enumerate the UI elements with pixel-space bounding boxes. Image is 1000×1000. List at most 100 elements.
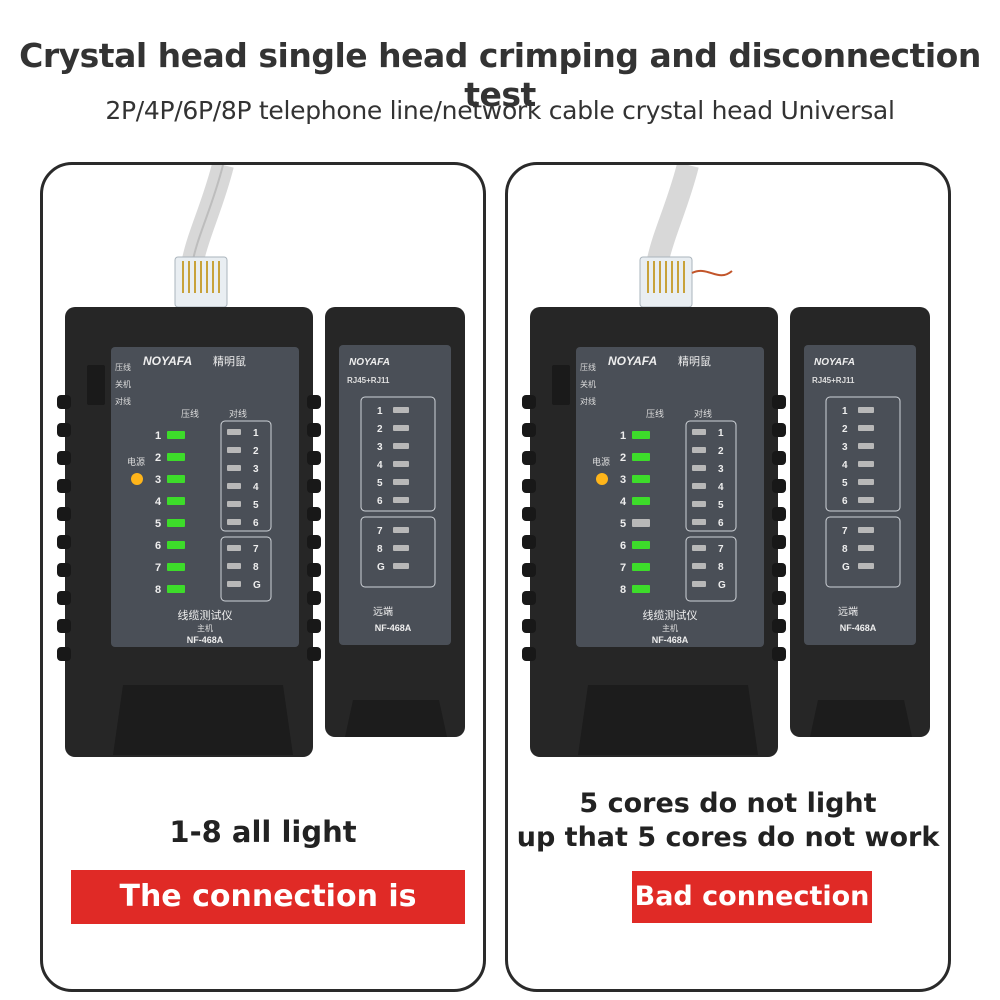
power-label: 电源 — [592, 456, 610, 468]
pin-number: 2 — [620, 452, 626, 464]
pin-number: 5 — [842, 478, 848, 489]
device-face — [576, 347, 764, 647]
pin-number: 8 — [620, 584, 626, 596]
pair-led — [692, 483, 706, 489]
pin-number: 4 — [620, 496, 627, 508]
power-led — [596, 473, 608, 485]
press-led — [167, 541, 185, 549]
col-press-label: 压线 — [181, 408, 199, 420]
caption-line: 1-8 all light — [169, 815, 357, 849]
caption: 5 cores do not light up that 5 cores do … — [508, 787, 948, 855]
press-led — [632, 541, 650, 549]
pair-led — [227, 581, 241, 587]
remote-led — [858, 479, 874, 485]
pin-number: 1 — [718, 428, 724, 439]
pin-number: G — [718, 580, 726, 591]
pin-number: 7 — [842, 526, 848, 537]
pair-led — [692, 429, 706, 435]
caption-line: 5 cores do not light — [579, 788, 877, 819]
pin-number: 6 — [155, 540, 161, 552]
pin-number: 8 — [155, 584, 161, 596]
remote-label: 远端 — [373, 605, 393, 618]
press-led — [632, 563, 650, 571]
brand-logo: NOYAFA — [143, 354, 192, 368]
pin-number: 1 — [842, 406, 848, 417]
switch-label: 关机 — [580, 379, 596, 389]
press-led — [167, 519, 185, 527]
device-face — [111, 347, 299, 647]
press-led — [632, 585, 650, 593]
switch-label: 关机 — [115, 379, 131, 389]
pair-led — [692, 465, 706, 471]
press-led — [167, 497, 185, 505]
remote-label: 远端 — [838, 605, 858, 618]
remote-led — [858, 563, 874, 569]
pin-number: 3 — [253, 464, 259, 475]
pin-number: 3 — [155, 474, 161, 486]
press-led — [632, 497, 650, 505]
pin-number: 2 — [253, 446, 259, 457]
pin-number: 2 — [377, 424, 383, 435]
pair-led — [227, 563, 241, 569]
press-led — [167, 431, 185, 439]
pin-number: 5 — [155, 518, 161, 530]
pair-led — [227, 465, 241, 471]
pin-number: 3 — [377, 442, 383, 453]
remote-model: NF-468A — [375, 623, 412, 633]
pair-led — [692, 447, 706, 453]
pin-number: 6 — [842, 496, 848, 507]
remote-led — [393, 407, 409, 413]
pin-number: 4 — [253, 482, 259, 493]
caption: 1-8 all light — [43, 815, 483, 849]
main-name: 线缆测试仪 — [178, 608, 233, 622]
brand-logo: NOYAFA — [608, 354, 657, 368]
brand-cn: 精明鼠 — [678, 354, 711, 368]
pair-led — [227, 483, 241, 489]
remote-led — [393, 527, 409, 533]
press-led — [167, 453, 185, 461]
press-led — [167, 585, 185, 593]
col-pair-label: 对线 — [229, 408, 247, 420]
col-press-label: 压线 — [646, 408, 664, 420]
pin-number: 6 — [377, 496, 383, 507]
main-foot — [578, 685, 758, 755]
pin-number: 1 — [377, 406, 383, 417]
status-badge: The connection is intact — [71, 870, 465, 968]
pin-number: 8 — [842, 544, 848, 555]
pair-led — [692, 519, 706, 525]
pin-number: 2 — [842, 424, 848, 435]
pin-number: 5 — [377, 478, 383, 489]
pin-number: 3 — [718, 464, 724, 475]
pin-number: 3 — [620, 474, 626, 486]
main-name: 线缆测试仪 — [643, 608, 698, 622]
pin-number: G — [253, 580, 261, 591]
pin-number: 6 — [718, 518, 724, 529]
pair-led — [692, 581, 706, 587]
power-led — [131, 473, 143, 485]
power-label: 电源 — [127, 456, 145, 468]
main-model: NF-468A — [652, 635, 689, 645]
pin-number: 4 — [842, 460, 848, 471]
remote-led — [393, 461, 409, 467]
caption-line: up that 5 cores do not work — [516, 822, 940, 853]
remote-led — [858, 527, 874, 533]
main-model: NF-468A — [187, 635, 224, 645]
pin-number: 1 — [155, 430, 161, 442]
remote-led — [858, 497, 874, 503]
pin-number: 4 — [718, 482, 724, 493]
switch-label: 压线 — [115, 362, 131, 372]
pin-number: 8 — [377, 544, 383, 555]
pin-number: 7 — [377, 526, 383, 537]
pin-number: G — [842, 562, 850, 573]
pin-number: 7 — [253, 544, 259, 555]
